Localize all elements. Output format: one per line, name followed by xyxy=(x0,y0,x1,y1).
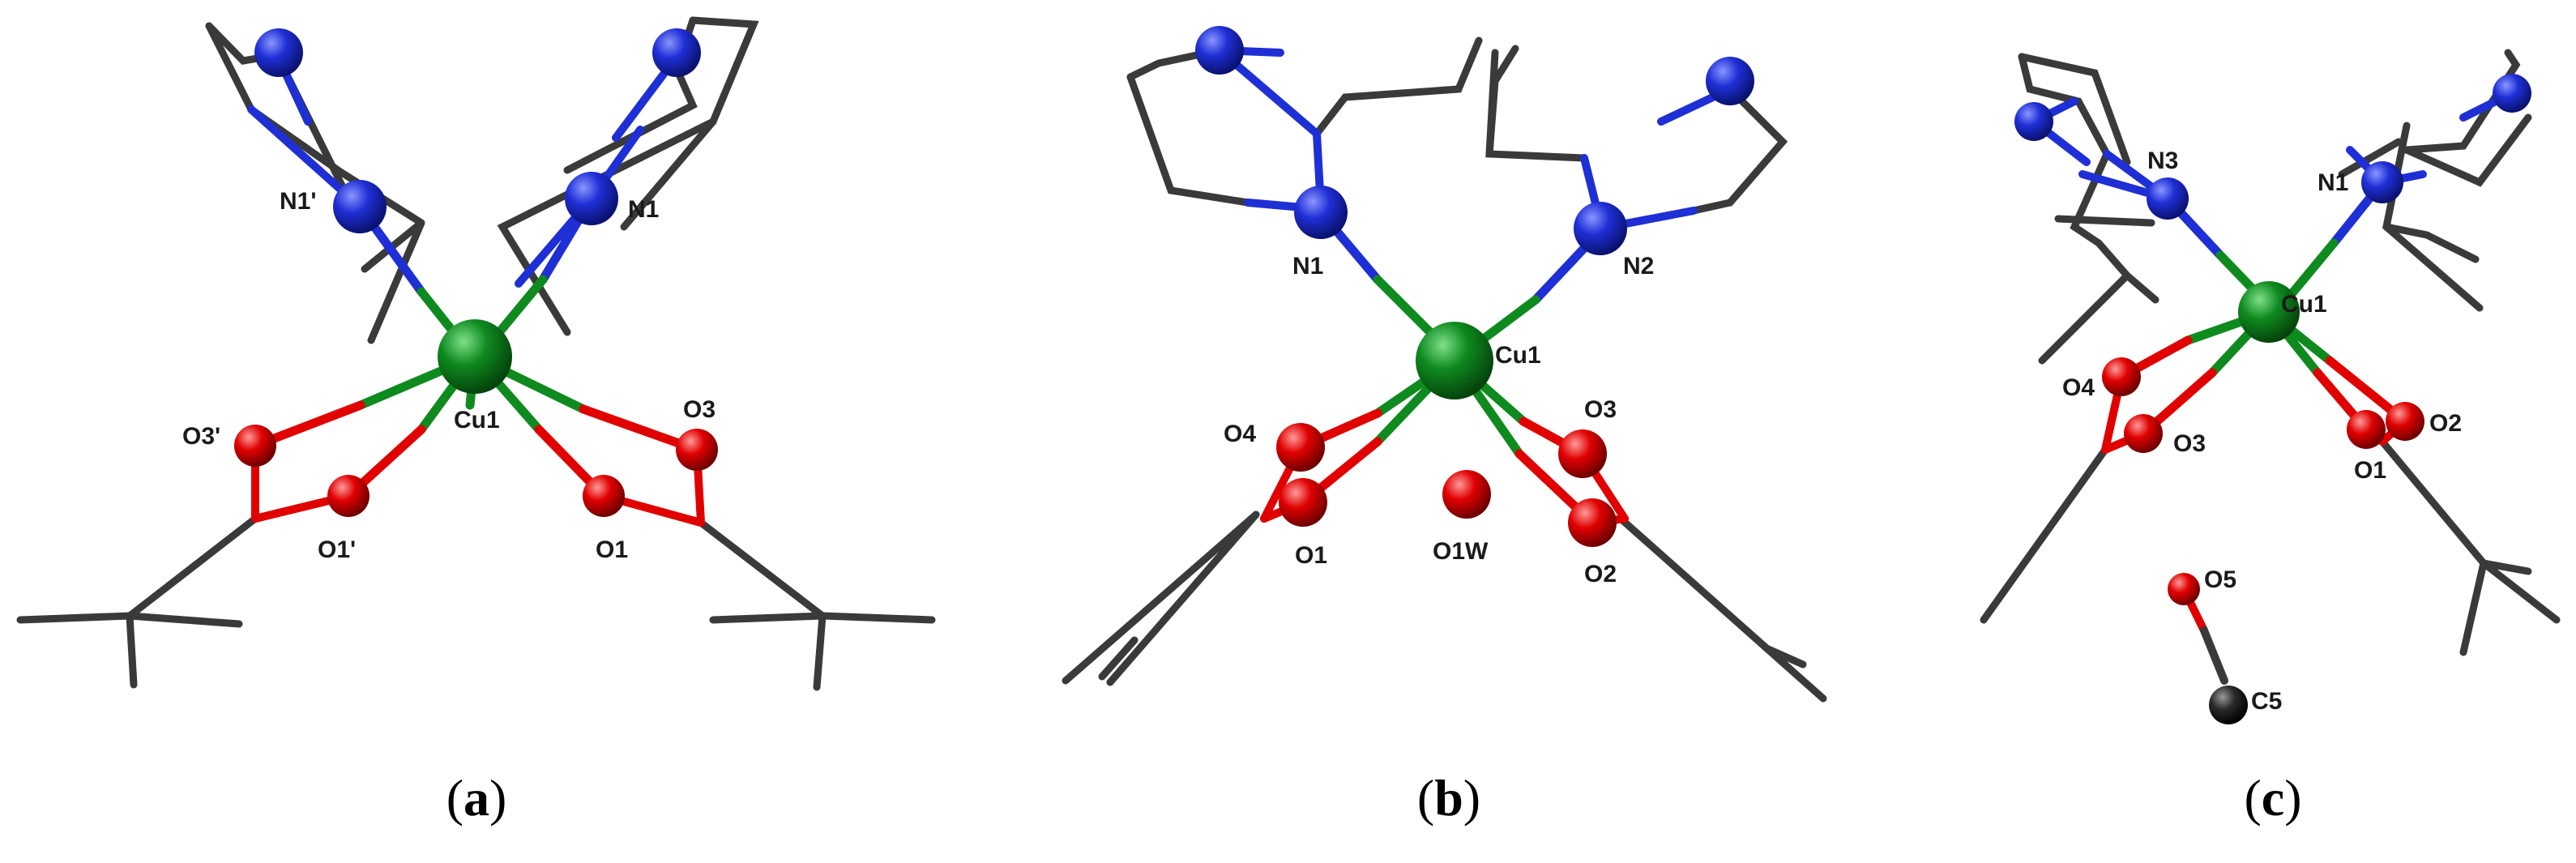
carbon-atom xyxy=(2209,686,2248,724)
nitrogen-atom xyxy=(2361,161,2403,203)
atom-label: O1' xyxy=(318,536,356,563)
nitrogen-atom xyxy=(1574,202,1627,255)
copper-atom xyxy=(438,319,512,394)
oxygen-atom xyxy=(1276,423,1325,472)
oxygen-atom xyxy=(2102,357,2141,396)
nitrogen-atom xyxy=(2014,102,2053,141)
oxygen-atom xyxy=(2168,573,2200,605)
molecule-panel-b: N1 N2 Cu1 O4 O1 O1W O3 O2 xyxy=(1062,26,1827,703)
oxygen-atom xyxy=(234,425,276,467)
nitrogen-atom xyxy=(1706,57,1754,105)
molecule-panel-a: N1' N1 Cu1 O3' O1' O1 O3 xyxy=(16,16,936,691)
atom-label: Cu1 xyxy=(1495,342,1541,369)
nitrogen-atom xyxy=(1195,26,1244,75)
carbon-bonds-c xyxy=(1980,49,2561,656)
atom-label: O1 xyxy=(1295,542,1327,569)
atom-label: O4 xyxy=(2062,374,2095,401)
atom-label: O3 xyxy=(1584,396,1617,423)
atom-label: O2 xyxy=(2429,410,2462,437)
oxygen-atom xyxy=(1568,498,1617,547)
oxygen-atom xyxy=(1442,470,1491,519)
atom-label: N3 xyxy=(2147,147,2178,174)
panel-caption-a: (a) xyxy=(446,769,507,827)
atom-label: Cu1 xyxy=(454,407,500,434)
nitrogen-atom xyxy=(333,180,387,233)
atom-label: O1 xyxy=(596,536,628,563)
nitrogen-atom xyxy=(254,28,303,77)
oxygen-atom xyxy=(2386,402,2424,441)
nitrogen-atom xyxy=(652,28,701,77)
atom-label: Cu1 xyxy=(2281,291,2327,318)
nitrogen-atom xyxy=(2147,177,2189,220)
copper-atom xyxy=(1416,322,1493,399)
atom-label: N1 xyxy=(628,196,659,223)
copper-atom xyxy=(2238,281,2300,343)
panel-caption-c: (c) xyxy=(2244,769,2302,827)
oxygen-atom xyxy=(676,429,718,471)
oxygen-atom xyxy=(583,475,625,517)
atom-label: O3' xyxy=(182,423,220,450)
atom-label: C5 xyxy=(2251,688,2282,715)
panel-caption-b: (b) xyxy=(1416,769,1481,827)
atom-label: N2 xyxy=(1623,253,1654,280)
carbon-bonds-a xyxy=(16,16,936,691)
atom-label: O3 xyxy=(683,396,716,423)
oxygen-atom xyxy=(327,475,370,517)
molecule-panel-c: N3 N1 Cu1 O4 O3 O1 O2 O5 C5 xyxy=(1980,49,2561,724)
atom-label: N1' xyxy=(280,188,316,215)
nitrogen-atom xyxy=(2493,74,2531,113)
atom-label: O1W xyxy=(1433,538,1489,565)
atom-label: O2 xyxy=(1584,561,1617,587)
oxygen-atom xyxy=(1279,478,1327,527)
atom-label: O1 xyxy=(2354,457,2386,484)
nitrogen-atom xyxy=(1294,186,1348,239)
oxygen-atom xyxy=(2347,410,2386,449)
atom-label: N1 xyxy=(2318,169,2348,196)
atom-label: O3 xyxy=(2173,430,2206,457)
atom-label: N1 xyxy=(1292,253,1323,280)
oxygen-atom xyxy=(2124,414,2163,453)
atom-label: O5 xyxy=(2204,566,2236,593)
oxygen-atom xyxy=(1558,429,1607,478)
nitrogen-atom xyxy=(565,172,618,225)
atom-label: O4 xyxy=(1224,421,1256,447)
